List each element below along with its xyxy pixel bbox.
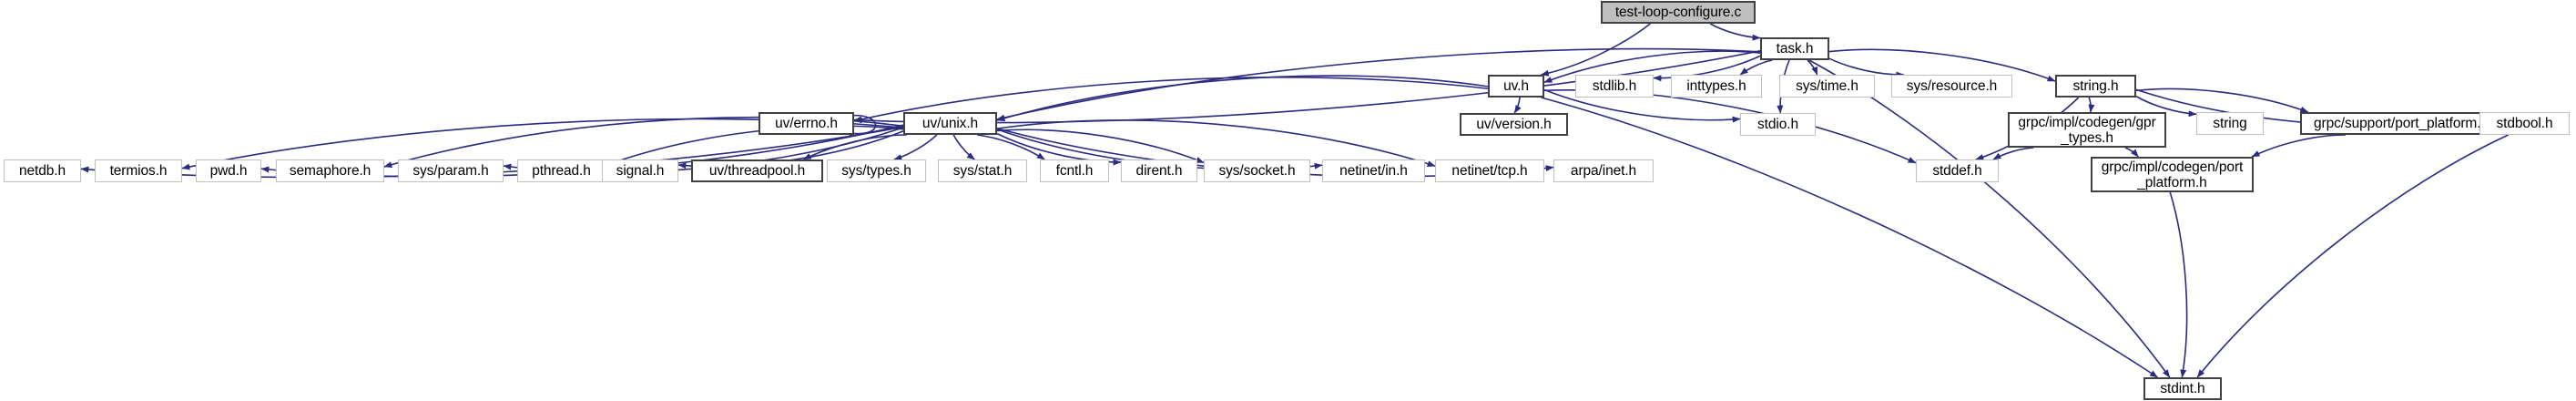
graph-node-netdb-h[interactable]: netdb.h xyxy=(4,159,81,182)
graph-node-string-h[interactable]: string.h xyxy=(2055,75,2136,98)
graph-edge xyxy=(2124,147,2139,158)
graph-node-semaphore-h[interactable]: semaphore.h xyxy=(276,159,384,182)
graph-edge xyxy=(2088,97,2095,113)
graph-node-uv-version-h[interactable]: uv/version.h xyxy=(1460,113,1568,136)
graph-node-task-h[interactable]: task.h xyxy=(1760,37,1829,60)
graph-node-netinet-in-h[interactable]: netinet/in.h xyxy=(1322,159,1425,182)
graph-node-uv-h[interactable]: uv.h xyxy=(1488,75,1544,98)
graph-node-termios-h[interactable]: termios.h xyxy=(95,159,182,182)
graph-edge xyxy=(977,134,1045,160)
graph-node-uv-threadpool-h[interactable]: uv/threadpool.h xyxy=(691,159,823,182)
edge-group xyxy=(80,23,2510,378)
graph-node-grpc-impl-codegen-port-platform-h[interactable]: grpc/impl/codegen/port _platform.h xyxy=(2091,157,2254,192)
graph-node-uv-unix-h[interactable]: uv/unix.h xyxy=(903,112,997,135)
graph-node-stdlib-h[interactable]: stdlib.h xyxy=(1575,75,1654,98)
graph-node-sys-socket-h[interactable]: sys/socket.h xyxy=(1204,159,1310,182)
graph-node-test-loop-configure-c[interactable]: test-loop-configure.c xyxy=(1601,1,1756,24)
graph-node-netinet-tcp-h[interactable]: netinet/tcp.h xyxy=(1435,159,1544,182)
graph-edge xyxy=(952,134,975,160)
graph-edge xyxy=(996,129,1205,164)
graph-edge xyxy=(1540,23,1651,77)
graph-edge xyxy=(802,134,907,160)
graph-edge xyxy=(1808,59,2171,378)
graph-edge xyxy=(996,75,1489,122)
graph-node-sys-resource-h[interactable]: sys/resource.h xyxy=(1891,75,2012,98)
graph-edge xyxy=(1992,147,2034,160)
graph-edge xyxy=(1513,97,1522,114)
graph-edge xyxy=(2169,191,2188,378)
graph-node-sys-param-h[interactable]: sys/param.h xyxy=(398,159,504,182)
graph-node-pthread-h[interactable]: pthread.h xyxy=(517,159,606,182)
graph-edge xyxy=(1543,89,1917,164)
graph-edge xyxy=(1807,59,1818,76)
graph-node-inttypes-h[interactable]: inttypes.h xyxy=(1671,75,1762,98)
graph-node-sys-stat-h[interactable]: sys/stat.h xyxy=(938,159,1027,182)
graph-edge xyxy=(2135,87,2309,113)
graph-node-arpa-inet-h[interactable]: arpa/inet.h xyxy=(1553,159,1654,182)
graph-edge xyxy=(1828,57,1905,78)
graph-node-stddef-h[interactable]: stddef.h xyxy=(1916,159,1999,182)
graph-node-string[interactable]: string xyxy=(2196,112,2264,135)
graph-node-grpc-support-port-platform-h[interactable]: grpc/support/port_platform.h xyxy=(2300,112,2502,135)
graph-node-signal-h[interactable]: signal.h xyxy=(602,159,678,182)
graph-edge xyxy=(996,132,1122,166)
graph-node-fcntl-h[interactable]: fcntl.h xyxy=(1040,159,1109,182)
graph-node-sys-types-h[interactable]: sys/types.h xyxy=(827,159,926,182)
graph-node-sys-time-h[interactable]: sys/time.h xyxy=(1779,75,1875,98)
graph-node-uv-errno-h[interactable]: uv/errno.h xyxy=(759,112,854,135)
graph-edge xyxy=(2251,134,2347,158)
graph-edge xyxy=(893,134,938,160)
graph-node-stdbool-h[interactable]: stdbool.h xyxy=(2479,112,2570,135)
graph-node-grpc-impl-codegen-gpr-types-h[interactable]: grpc/impl/codegen/gpr _types.h xyxy=(2008,112,2166,148)
graph-node-stdio-h[interactable]: stdio.h xyxy=(1740,113,1816,136)
graph-edge xyxy=(1709,23,1761,41)
graph-node-stdint-h[interactable]: stdint.h xyxy=(2143,377,2222,400)
graph-edge xyxy=(1739,59,1773,76)
graph-node-pwd-h[interactable]: pwd.h xyxy=(196,159,261,182)
graph-node-dirent-h[interactable]: dirent.h xyxy=(1121,159,1197,182)
